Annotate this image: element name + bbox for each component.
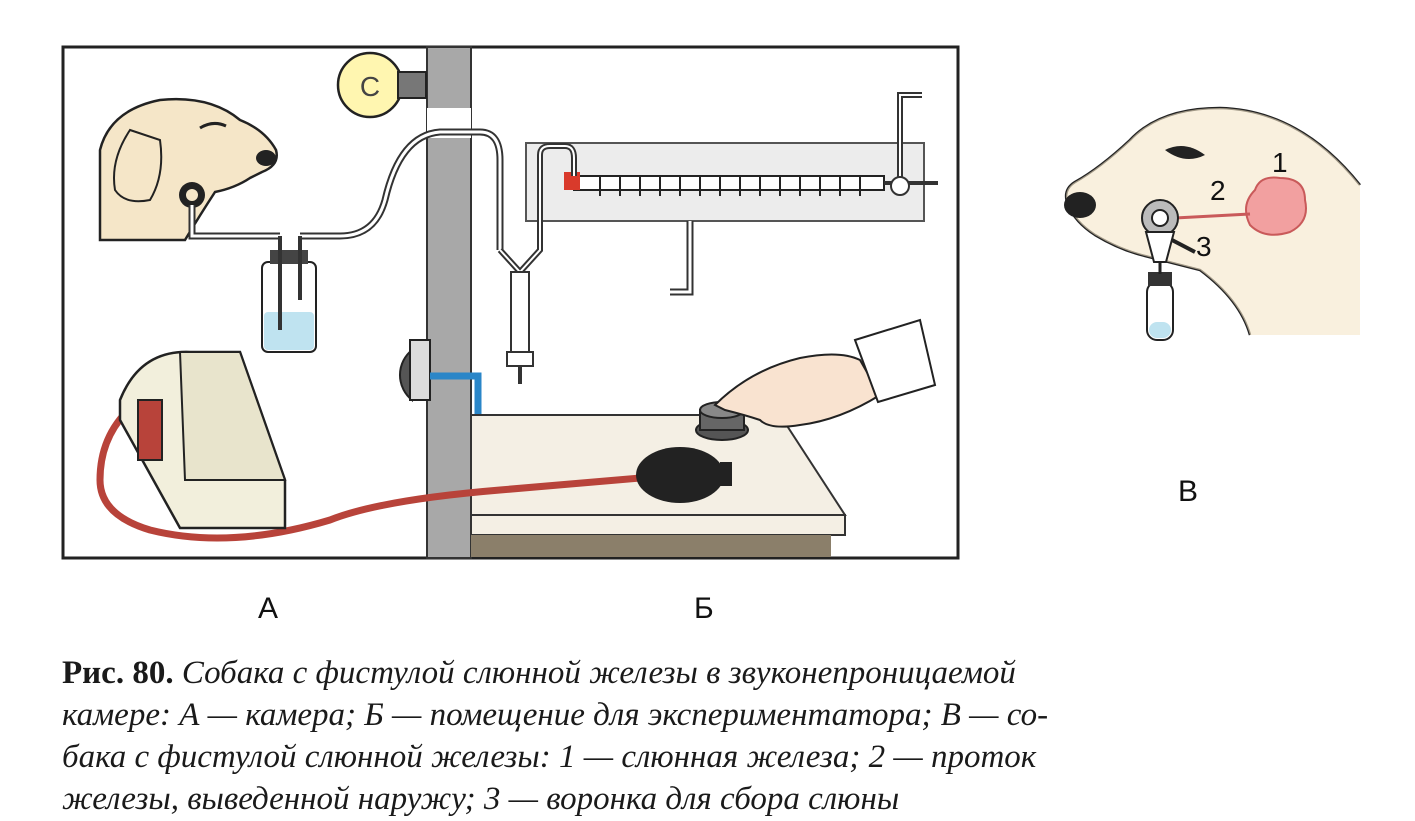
- rubber-bulb-icon: [636, 447, 724, 503]
- red-meniscus: [564, 172, 580, 190]
- panel-label-a: А: [258, 592, 279, 625]
- funnel-icon: [1144, 231, 1176, 263]
- y-connector: [497, 183, 543, 384]
- recording-device: [118, 350, 287, 530]
- red-pump-tube: [96, 397, 641, 542]
- hand-icon: [713, 318, 937, 428]
- figure-caption: Рис. 80. Собака с фистулой слюнной желез…: [62, 652, 1382, 820]
- caption-line-1: Рис. 80. Собака с фистулой слюнной желез…: [62, 655, 1016, 691]
- experiment-figure: С: [61, 45, 1361, 560]
- dog-head-side-icon: 1 2 3: [1064, 106, 1361, 341]
- panel-label-v: В: [1178, 475, 1199, 508]
- caption-line-4: железы, выведенной наружу; 3 — воронка д…: [62, 781, 900, 817]
- scale-ticks: [599, 176, 861, 196]
- caption-line-2: камере: А — камера; Б — помещение для эк…: [62, 697, 1049, 733]
- gland-duct: [1174, 212, 1251, 220]
- caption-line-3: бака с фистулой слюнной железы: 1 — слюн…: [62, 739, 1037, 775]
- signal-button-icon: [695, 401, 749, 441]
- collection-bottle: [261, 236, 317, 353]
- panel-label-b: Б: [694, 592, 714, 625]
- dog-head-icon: [98, 97, 278, 242]
- gland-number-label: 1: [1272, 147, 1288, 178]
- salivary-gland-icon: [1245, 176, 1307, 236]
- caption-figure-number: Рис. 80.: [62, 655, 174, 691]
- duct-number-label: 2: [1210, 175, 1226, 206]
- wall-valve: [399, 339, 431, 403]
- bulb-letter: С: [360, 71, 380, 102]
- light-bulb-icon: С: [336, 51, 427, 119]
- funnel-number-label: 3: [1196, 231, 1212, 262]
